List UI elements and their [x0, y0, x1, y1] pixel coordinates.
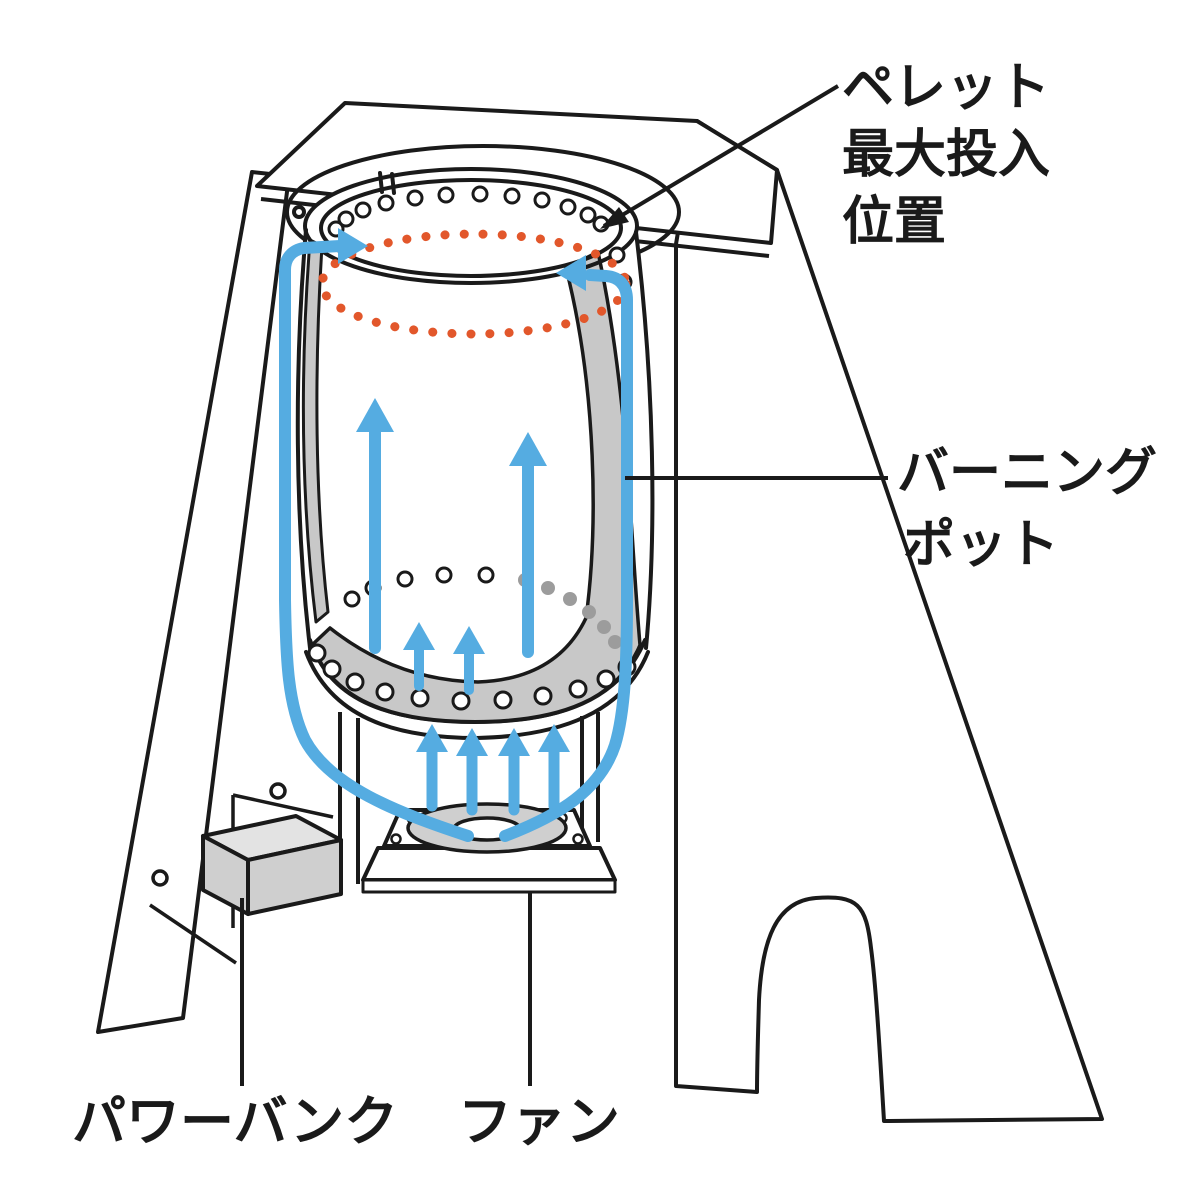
label-pellet-max-line2: 最大投入	[842, 126, 1050, 184]
stand-right-panel	[674, 119, 1104, 1123]
airflow-pipe-right	[499, 269, 633, 842]
arrowhead-right	[338, 228, 368, 264]
bracket-edge	[232, 793, 334, 819]
fan-screw	[572, 833, 584, 845]
label-pellet-max-line3: 位置	[842, 193, 946, 251]
diagram-labels: ペレット 最大投入 位置 バーニング ポット パワーバンク ファン	[72, 59, 1157, 1152]
arrowhead-up	[509, 432, 547, 466]
arrowhead-up	[538, 724, 570, 752]
pot-wall-right	[634, 230, 655, 650]
arrowhead-up	[498, 728, 530, 756]
label-pellet-max-line1: ペレット	[842, 59, 1050, 117]
label-power-bank: パワーバンク	[72, 1092, 398, 1152]
leader-lines	[240, 84, 888, 1086]
panel-hole	[151, 869, 169, 887]
arrowhead-up	[453, 626, 485, 654]
label-burning-pot-line1: バーニング	[897, 444, 1157, 502]
burning-pot-body	[295, 167, 655, 741]
fan-mounting-plate-edge	[361, 878, 617, 894]
leader-arrowhead-pellet	[600, 207, 629, 229]
fan-screw	[390, 833, 402, 845]
pot-shade-left-sliver	[301, 238, 330, 624]
pot-fill	[297, 169, 653, 724]
airflow-arrowheads	[338, 228, 586, 756]
pot-rim-notch	[390, 172, 396, 195]
power-bank-front	[246, 838, 343, 916]
leader-line-pellet	[602, 84, 840, 228]
arrowhead-left	[556, 255, 586, 291]
arrowhead-up	[456, 728, 488, 756]
arrowhead-up	[356, 398, 394, 432]
label-burning-pot-line2: ポット	[903, 516, 1059, 574]
airflow-pipe-left	[279, 240, 474, 842]
plate-screw-hole	[292, 205, 306, 219]
pot-rim-outer	[303, 167, 639, 285]
panel-fold-line	[149, 903, 237, 965]
label-fan: ファン	[458, 1092, 620, 1152]
pot-rim-notch	[378, 171, 384, 194]
power-bank-box	[201, 814, 343, 916]
airflow-arrows	[279, 240, 633, 842]
pot-wall-left	[295, 228, 312, 650]
arrowhead-up	[416, 724, 448, 752]
bracket-hole	[269, 782, 287, 800]
pot-rim-inner	[319, 178, 623, 278]
pot-air-holes-bottom-front	[307, 643, 637, 711]
arrowhead-up	[403, 622, 435, 650]
